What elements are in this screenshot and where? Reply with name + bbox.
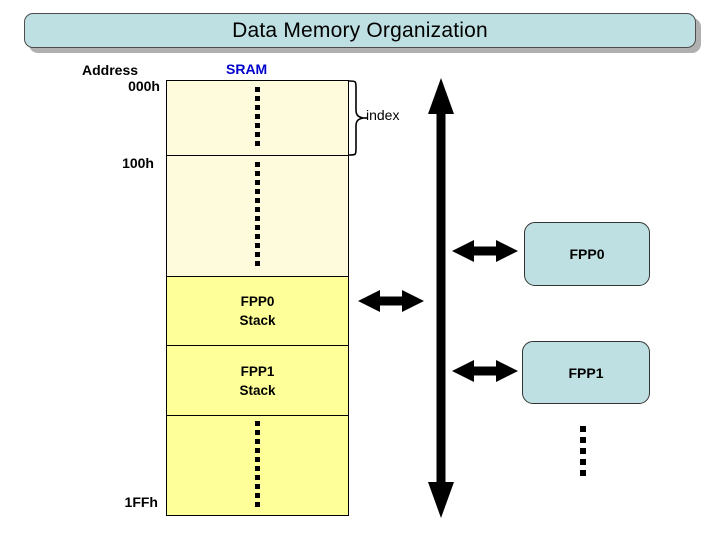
index-label: index [366,107,400,123]
vertical-ellipsis-icon [255,162,260,270]
fpp1-processor-box: FPP1 [522,341,650,404]
title-banner: Data Memory Organization [24,13,701,53]
fpp0-stack-label-line1: FPP0 [240,294,275,309]
fpp1-bus-arrow-icon [452,360,518,382]
address-label-100h: 100h [122,155,154,171]
curly-brace-icon [348,80,367,156]
sram-block-general [167,155,348,276]
address-label-000h: 000h [128,78,160,94]
fpp0-stack-bus-arrow-icon [358,290,424,312]
page-title: Data Memory Organization [232,18,488,42]
sram-block-low [167,81,348,155]
sram-block-fpp0-stack: FPP0 Stack [167,276,348,345]
fpp1-stack-label-line1: FPP1 [240,363,275,379]
vertical-ellipsis-icon [255,420,260,511]
sram-column-header: SRAM [226,61,268,77]
fpp1-stack-label-line2: Stack [239,382,276,398]
title-box: Data Memory Organization [24,13,696,48]
vertical-ellipsis-icon [255,86,260,150]
vertical-double-arrow-icon [428,78,454,518]
address-column-header: Address [82,62,139,78]
fpp0-processor-label: FPP0 [569,246,605,262]
fpp0-stack-label-line2: Stack [239,313,276,328]
fpp1-processor-label: FPP1 [568,364,604,381]
index-annotation: index [348,80,418,156]
sram-block-high [167,415,348,515]
processor-ellipsis-icon [580,426,586,481]
address-label-1ffh: 1FFh [124,494,158,510]
fpp0-bus-arrow-icon [452,240,518,262]
fpp0-processor-box: FPP0 [524,222,650,286]
sram-memory-column: FPP0 Stack FPP1 Stack [166,80,349,516]
sram-block-fpp1-stack: FPP1 Stack [167,345,348,415]
